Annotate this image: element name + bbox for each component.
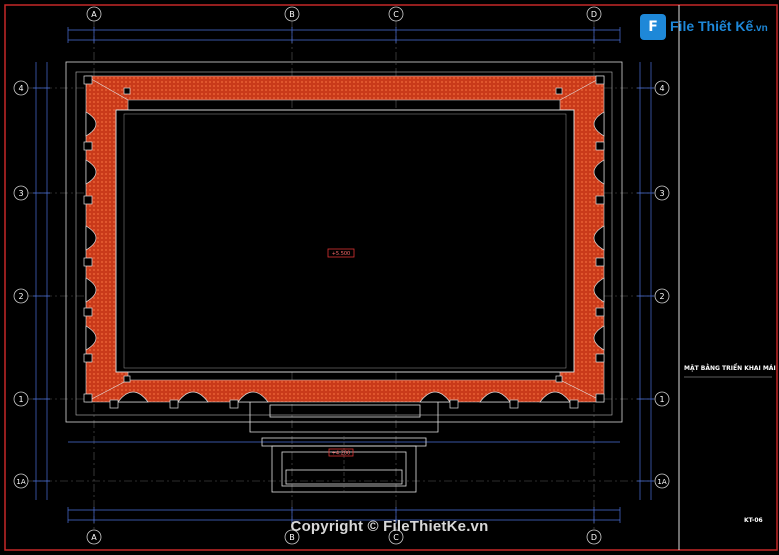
dimension-ticks <box>33 27 654 523</box>
logo-domain: .vn <box>753 23 768 34</box>
sheet-border <box>4 4 778 551</box>
grid-label-bottom-d: D <box>591 533 597 542</box>
sheet-number: KT-06 <box>744 517 763 524</box>
grid-label-right-1a: 1A <box>657 478 666 486</box>
grid-label-left-4: 4 <box>18 84 23 93</box>
dimension-lines <box>35 29 652 521</box>
grid-bubbles-top <box>86 6 602 22</box>
grid-label-left-2: 2 <box>18 292 23 301</box>
grid-label-left-3: 3 <box>18 189 23 198</box>
grid-label-left-1a: 1A <box>16 478 25 486</box>
filethietke-logo[interactable]: F File Thiết Kế.vn <box>640 14 768 40</box>
courtyard-inner <box>123 113 567 369</box>
elevation-label-center: +5.500 <box>332 251 351 257</box>
copyright-watermark: Copyright © FileThietKe.vn <box>290 518 489 535</box>
columns <box>83 75 605 409</box>
grid-label-right-2: 2 <box>659 292 664 301</box>
bottom-arches <box>117 391 571 403</box>
grid-label-bottom-a: A <box>91 533 97 542</box>
eave-outline <box>65 61 623 423</box>
grid-bubbles-right <box>654 80 670 489</box>
logo-icon: F <box>640 14 666 40</box>
grid-label-top-d: D <box>591 10 597 19</box>
courtyard-outline <box>115 109 575 373</box>
grid-label-top-a: A <box>91 10 97 19</box>
grid-bubbles-bottom <box>86 529 602 545</box>
grid-label-bottom-c: C <box>393 533 399 542</box>
elevation-box-center <box>327 248 355 258</box>
grid-label-top-b: B <box>289 10 295 19</box>
grid-bubbles-left <box>13 80 29 489</box>
elevation-box-lower <box>328 448 354 457</box>
grid-label-right-3: 3 <box>659 189 664 198</box>
building-outline <box>75 71 613 416</box>
logo-wordmark: File Thiết Kế.vn <box>670 18 768 34</box>
logo-name: File Thiết Kế <box>670 18 754 34</box>
grid-label-right-1: 1 <box>659 395 664 404</box>
grid-label-top-c: C <box>393 10 399 19</box>
elevation-label-lower: +4.200 <box>332 451 351 457</box>
grid-label-bottom-b: B <box>289 533 295 542</box>
side-arches <box>85 111 605 351</box>
grid-label-left-1: 1 <box>18 395 23 404</box>
drawing-title: MẶT BẰNG TRIỂN KHAI MÁI <box>684 365 776 372</box>
grid-label-right-4: 4 <box>659 84 664 93</box>
